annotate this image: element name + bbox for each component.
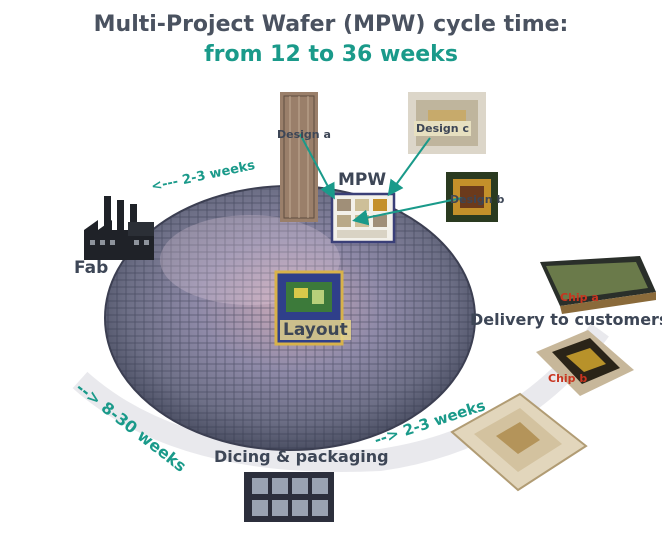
design-b-label: Design b (450, 193, 505, 206)
chip-b-label: Chip b (548, 372, 588, 385)
fab-label: Fab (74, 258, 109, 278)
arrow-design-b (352, 197, 463, 226)
design-b-image (446, 172, 498, 222)
design-c-label: Design c (414, 121, 471, 136)
title-line-2: from 12 to 36 weeks (204, 42, 458, 67)
design-a-label: Design a (277, 128, 331, 141)
arrow-design-c (387, 137, 431, 197)
mpw-label: MPW (338, 170, 387, 190)
factory-icon (84, 196, 154, 260)
chip-b-image (536, 330, 634, 396)
dicing-tray-image (244, 472, 334, 522)
title-line-1: Multi-Project Wafer (MPW) cycle time: (93, 12, 569, 37)
dicing-label: Dicing & packaging (214, 447, 389, 466)
layout-label: Layout (280, 320, 351, 340)
delivery-label: Delivery to customers (470, 310, 662, 329)
arrow-design-a (299, 133, 335, 200)
cycle-swoosh (72, 323, 609, 472)
package-image (450, 392, 588, 492)
chip-a-label: Chip a (560, 291, 599, 304)
chip-a-image (540, 256, 656, 314)
